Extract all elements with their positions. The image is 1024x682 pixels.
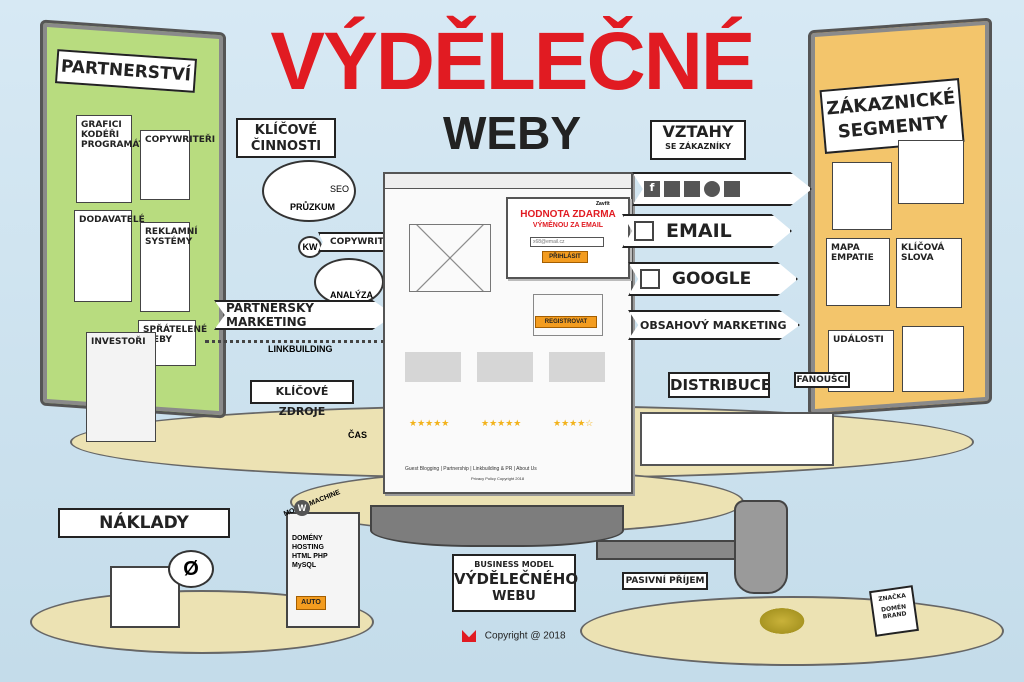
tech-stack: DOMÉNY HOSTING HTML PHP MySQL [292,535,328,569]
label-seo: SEO [330,184,350,194]
popup-close[interactable]: Zavřít [596,201,610,207]
page-subtitle: WEBY [443,107,581,159]
sign-fans: FANOUŠCI [794,372,850,388]
email-input[interactable] [530,237,604,247]
sign-distribution: DISTRIBUCE [668,372,771,398]
business-model-line-2: VÝDĚLEČNÉHO [454,570,579,588]
sign-passive-income: PASIVNÍ PŘÍJEM [622,572,708,590]
relationships-main: VZTAHY [662,122,734,141]
segment-card-people-2 [898,140,964,204]
email-icon [634,221,654,241]
label-time: ČAS [348,430,368,440]
brand-mark: ZNAČKA [877,592,907,604]
label-email: EMAIL [666,220,732,242]
flipchart [110,566,180,628]
partner-card-ad-systems: REKLAMNÍ SYSTÉMY [140,222,198,312]
footer-copyright: Copyright @ 2018 [462,630,566,642]
pinterest-icon [704,181,720,197]
sign-key-activities: KLÍČOVÉ ČINNOSTI [236,118,336,158]
email-popup: Zavřít HODNOTA ZDARMA VÝMĚNOU ZA EMAIL P… [506,197,630,279]
sign-relationships: VZTAHY SE ZÁKAZNÍKY [650,120,746,160]
partner-card-suppliers: DODAVATELÉ [74,210,145,302]
segment-card-empathy-map: MAPA EMPATIE [826,238,890,306]
label-linkbuilding: LINKBUILDING [268,344,333,354]
sign-brand: ZNAČKA DOMÉN BRAND [869,585,919,637]
partner-card-investors: INVESTOŘI [86,332,156,442]
page-title: VÝDĚLEČNÉ [270,16,755,107]
label-google: GOOGLE [672,269,752,289]
popup-subtitle: VÝMĚNOU ZA EMAIL [532,222,604,229]
research-cloud [262,160,356,222]
google-icon [640,269,660,289]
business-model-line-3: WEBU [492,589,536,604]
sign-key-resources: KLÍČOVÉ ZDROJE [250,380,354,418]
register-form [533,294,603,336]
label-analysis: ANALÝZA [330,290,373,300]
placeholder-image [409,224,491,292]
rating-stars-1: ★★★★★ [409,418,450,428]
pipe-center [370,505,624,547]
segment-card-map [902,326,964,392]
segment-card-people-1 [832,162,892,230]
footer-sub: Privacy Policy Copyright 2018 [471,476,525,481]
sign-costs: NÁKLADY [58,508,230,538]
content-row-2 [477,352,533,382]
faucet [734,500,788,594]
content-row-1 [405,352,461,382]
auto-button[interactable]: AUTO [296,596,326,610]
rss-icon [724,181,740,197]
zero-bubble: Ø [168,550,214,588]
label-research: PRŮZKUM [290,202,335,212]
sign-business-model: BUSINESS MODEL VÝDĚLEČNÉHO WEBU [452,554,579,612]
truck [640,412,834,466]
brand-logo-icon [462,630,476,642]
partner-card-copywriters: COPYWRITEŘI [140,130,215,200]
segment-card-keywords: KLÍČOVÁ SLOVA [896,238,962,308]
copyright-text: Copyright @ 2018 [484,630,566,642]
rating-stars-2: ★★★★★ [481,418,522,428]
popup-title: HODNOTA ZDARMA [520,209,616,220]
arrow-email: EMAIL [622,214,792,248]
footer-links: Guest Blogging | Partnership | Linkbuild… [405,466,537,472]
arrow-google: GOOGLE [628,262,798,296]
relationships-sub: SE ZÁKAZNÍKY [665,142,731,151]
arrow-partner-marketing: PARTNERSKÝ MARKETING [214,300,394,330]
brand-domain: DOMÉN BRAND [880,603,907,621]
register-button[interactable]: REGISTROVAT [535,316,597,328]
kw-badge: KW [298,236,322,258]
instagram-icon [664,181,680,197]
youtube-icon [684,181,700,197]
arrow-social: f [632,172,812,206]
coin-pile [756,606,808,636]
money-machine: MONEY MACHINE DOMÉNY HOSTING HTML PHP My… [283,489,360,628]
content-row-3 [549,352,605,382]
rating-stars-3: ★★★★☆ [553,418,594,428]
analysis-cloud [314,258,384,306]
login-button[interactable]: PŘIHLÁSIT [542,251,588,263]
wordpress-icon: W [294,500,310,516]
partner-card-designers: GRAFICI KODÉŘI PROGRAMÁTOŘI [76,115,163,203]
business-model-line-1: BUSINESS MODEL [474,560,554,569]
arrow-content-marketing: OBSAHOVÝ MARKETING [628,310,800,340]
browser-toolbar [385,174,631,189]
chain-linkbuilding [205,340,385,343]
facebook-icon: f [644,181,660,197]
